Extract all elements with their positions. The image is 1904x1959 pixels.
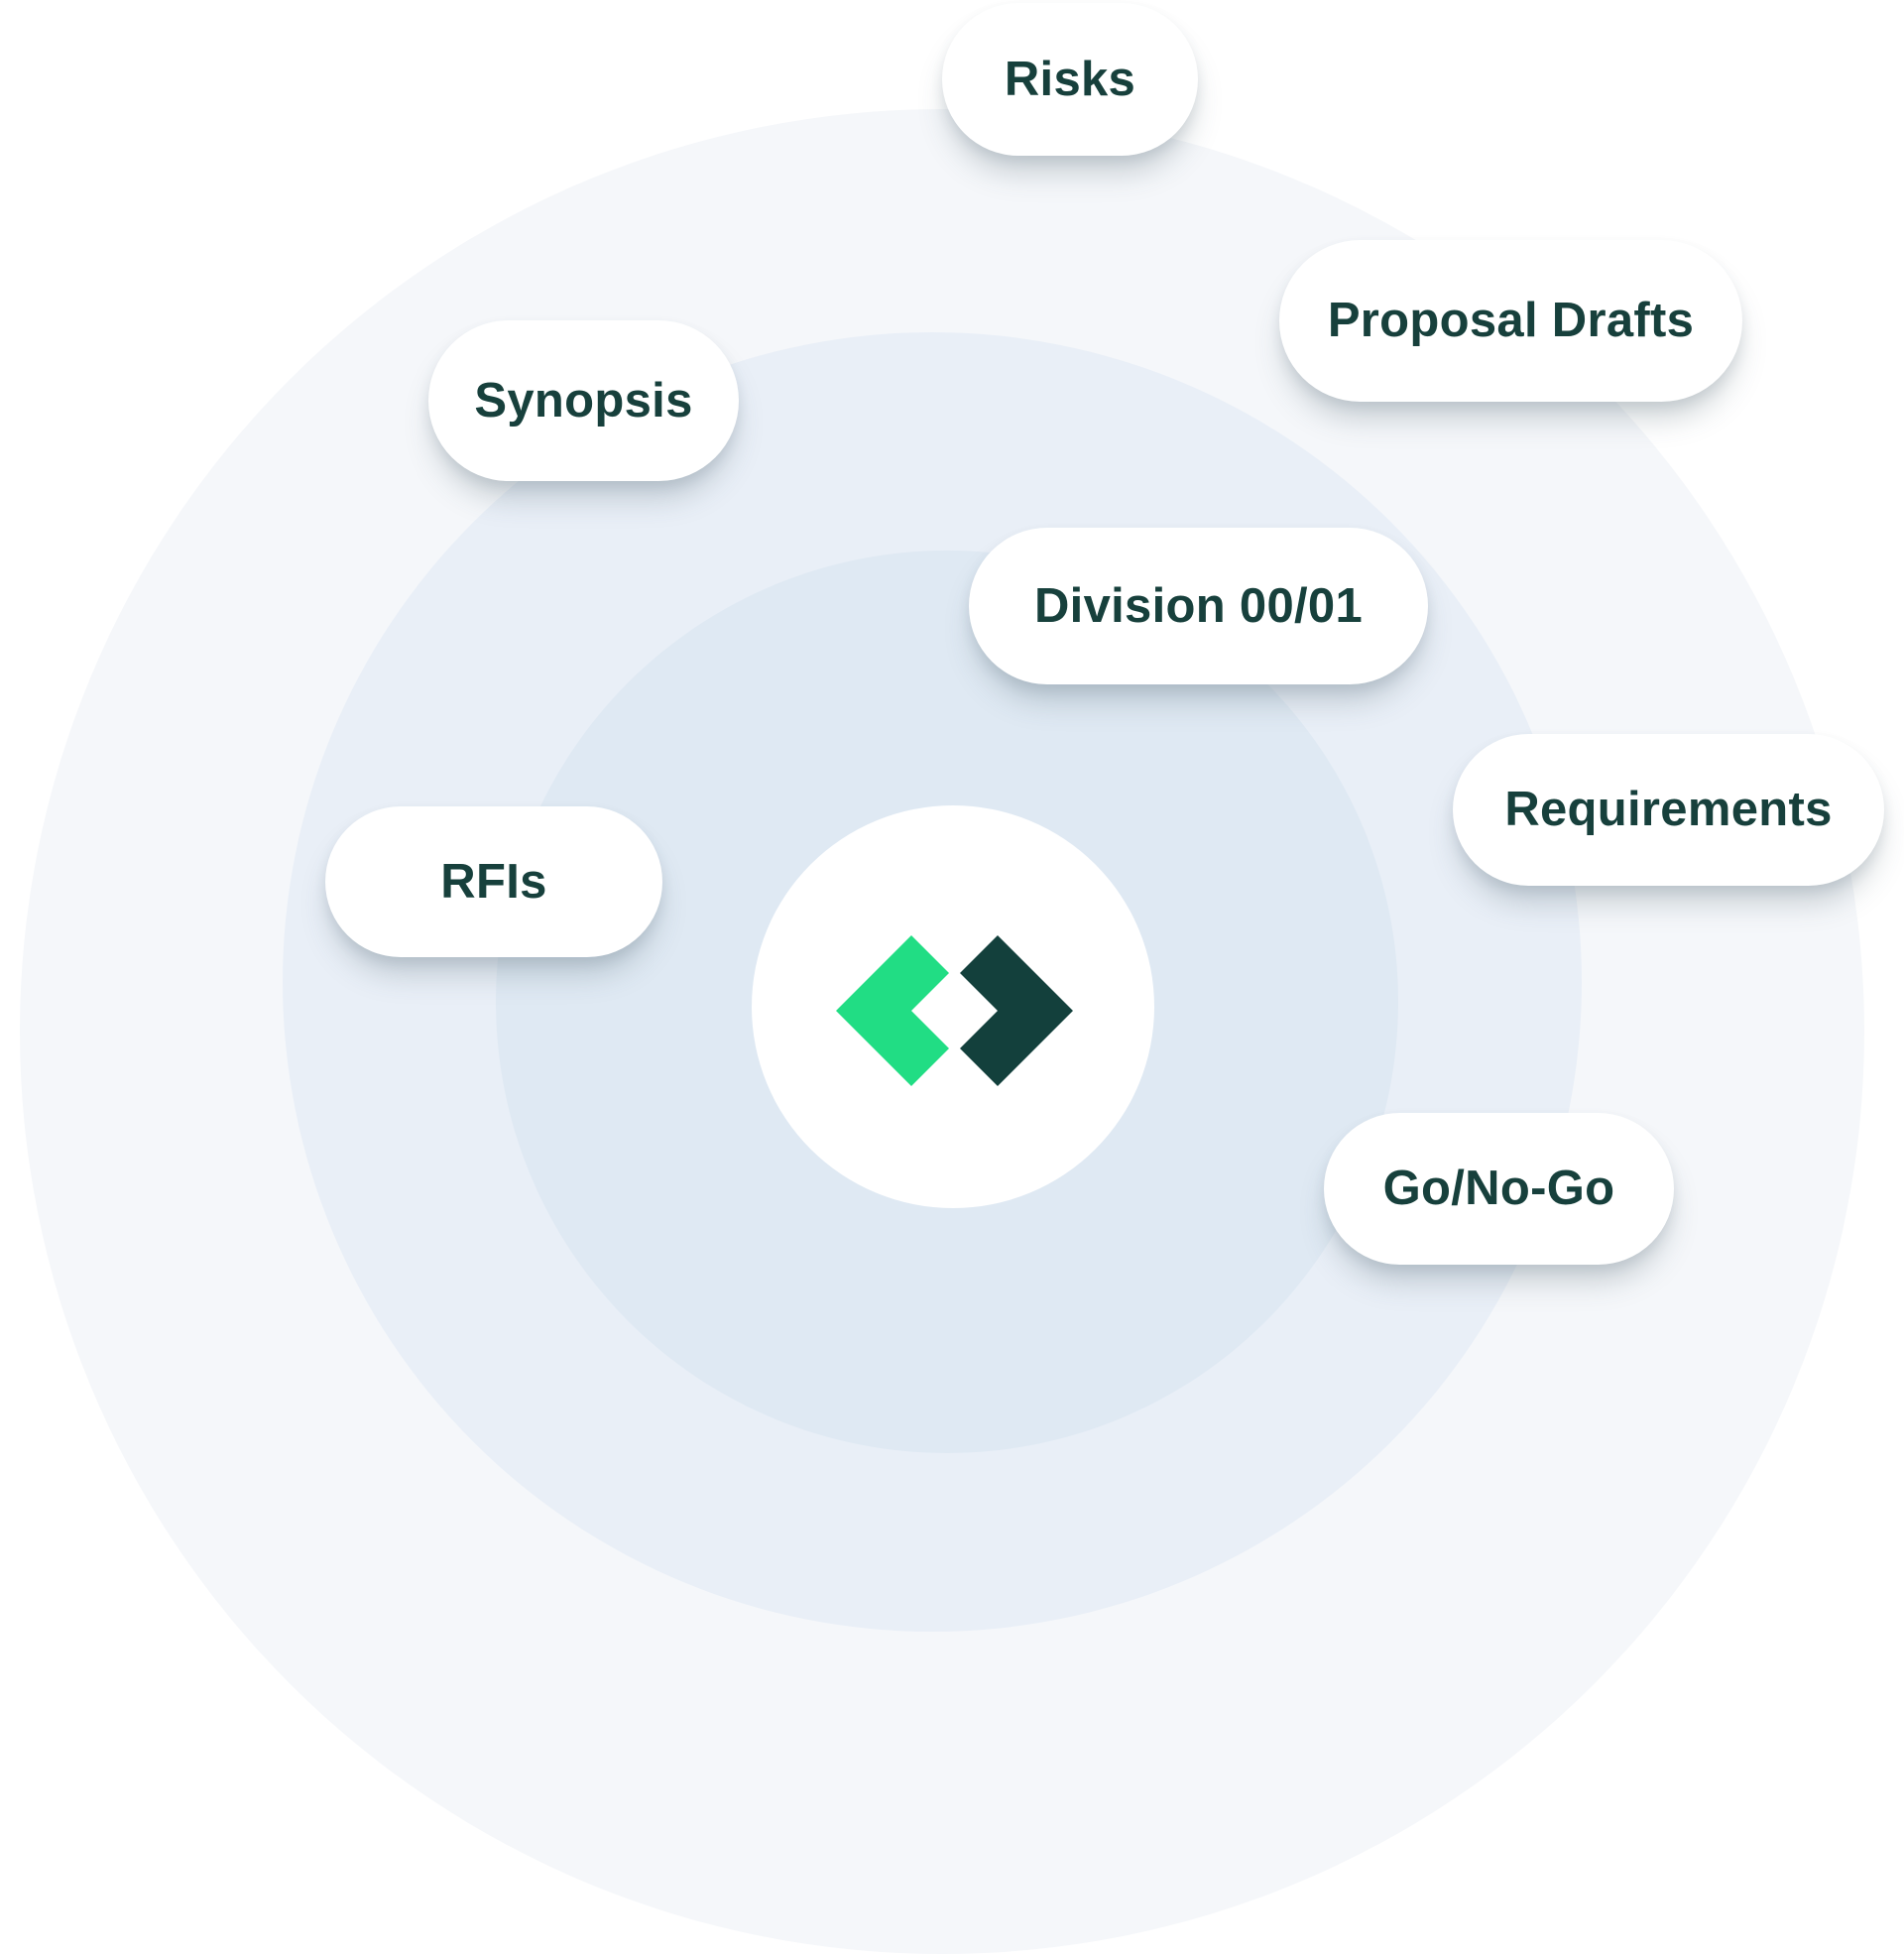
node-synopsis-label: Synopsis <box>474 373 693 428</box>
core-circle <box>752 805 1154 1208</box>
node-proposal-drafts: Proposal Drafts <box>1279 240 1742 402</box>
node-division-00-01-label: Division 00/01 <box>1033 578 1364 633</box>
node-proposal-drafts-label: Proposal Drafts <box>1327 294 1695 347</box>
brand-logo <box>836 935 1073 1086</box>
node-go-no-go-label: Go/No-Go <box>1382 1162 1615 1215</box>
left-chevron-icon <box>836 935 949 1086</box>
node-rfis: RFIs <box>325 806 662 957</box>
node-requirements: Requirements <box>1453 734 1884 886</box>
right-chevron-icon <box>960 935 1073 1086</box>
node-requirements-label: Requirements <box>1504 783 1833 836</box>
node-rfis-label: RFIs <box>440 854 547 909</box>
node-synopsis: Synopsis <box>428 320 739 481</box>
node-division-00-01: Division 00/01 <box>969 528 1428 684</box>
node-risks: Risks <box>942 3 1198 156</box>
node-risks-label: Risks <box>1004 52 1136 106</box>
node-go-no-go: Go/No-Go <box>1324 1113 1674 1265</box>
